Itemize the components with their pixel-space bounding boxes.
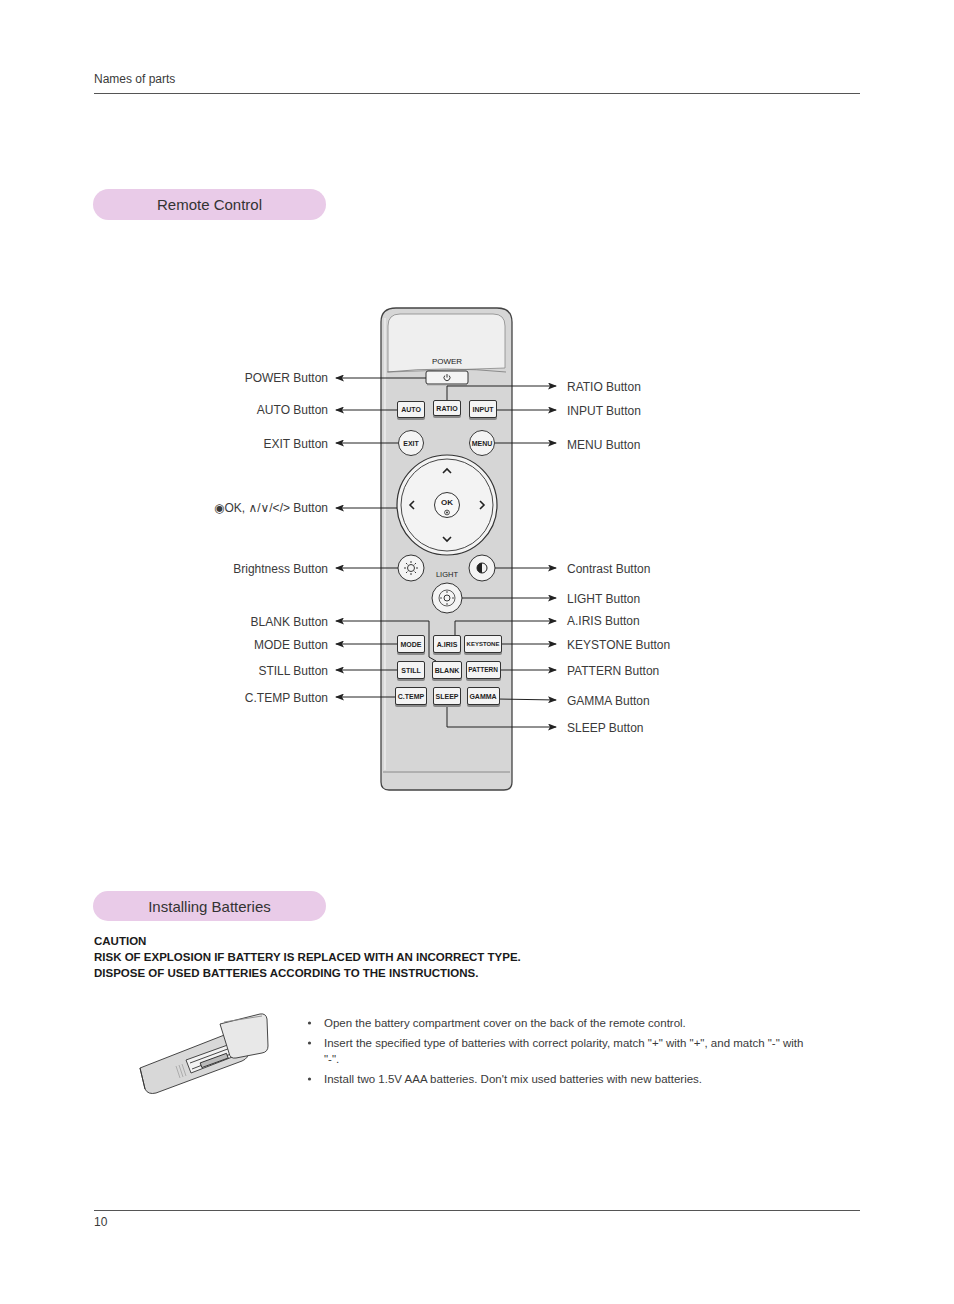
button-caption: LIGHT [430, 569, 464, 580]
callout-label: Contrast Button [567, 561, 650, 577]
callout-label: A.IRIS Button [567, 613, 640, 629]
button-label: PATTERN [468, 667, 498, 674]
section-heading-pill: Remote Control [93, 189, 326, 220]
caution-text: CAUTION [94, 933, 146, 949]
button-label: SLEEP [436, 693, 459, 700]
contrast-button [469, 555, 495, 581]
caution-text: DISPOSE OF USED BATTERIES ACCORDING TO T… [94, 965, 478, 981]
callout-label: MODE Button [254, 637, 328, 653]
button-label: OK [441, 499, 453, 507]
light-button [432, 583, 462, 613]
button-caption: POWER [424, 356, 470, 368]
button-label: GAMMA [469, 693, 496, 700]
remote-button: PATTERN [466, 661, 501, 679]
button-label: LIGHT [436, 571, 458, 579]
leader-lines [336, 378, 556, 727]
callout-label: POWER Button [245, 370, 328, 386]
button-face [398, 430, 424, 456]
callout-label: ◉OK, ∧/∨/</> Button [214, 500, 328, 516]
battery-illustration [140, 1014, 268, 1094]
header-rule [94, 93, 860, 94]
button-label: BLANK [435, 667, 460, 674]
remote-button: GAMMA [467, 687, 500, 705]
bullet-text: Insert the specified type of batteries w… [324, 1035, 810, 1067]
button-label: MENU [472, 440, 493, 447]
button-label: STILL [401, 667, 420, 674]
page-number: 10 [94, 1214, 107, 1230]
remote-button: C.TEMP [395, 687, 427, 705]
button-label: C.TEMP [398, 693, 424, 700]
section-heading: Remote Control [157, 197, 262, 212]
remote-button: BLANK [432, 661, 462, 679]
remote-button: STILL [397, 661, 425, 679]
footer-rule [94, 1210, 860, 1211]
callout-label: EXIT Button [264, 436, 328, 452]
button-label: POWER [432, 358, 462, 366]
remote-button: MODE [397, 635, 425, 653]
bullet-text: Install two 1.5V AAA batteries. Don't mi… [324, 1071, 810, 1087]
section-heading: Installing Batteries [148, 899, 271, 914]
callout-label: Brightness Button [233, 561, 328, 577]
callout-label: GAMMA Button [567, 693, 650, 709]
power-button [426, 371, 468, 385]
remote-button: A.IRIS [433, 635, 461, 653]
remote-button: AUTO [397, 401, 425, 418]
remote-button: RATIO [433, 400, 461, 416]
remote-button: EXIT [398, 430, 424, 456]
callout-label: LIGHT Button [567, 591, 640, 607]
section-heading-pill: Installing Batteries [93, 891, 326, 921]
bullet-text: Open the battery compartment cover on th… [324, 1015, 810, 1031]
running-header: Names of parts [94, 71, 175, 87]
button-face [469, 430, 495, 456]
button-label: RATIO [436, 405, 457, 412]
callout-label: C.TEMP Button [245, 690, 328, 706]
callout-label: INPUT Button [567, 403, 641, 419]
remote-button: SLEEP [433, 687, 461, 705]
button-label: AUTO [401, 406, 421, 413]
brightness-button [398, 555, 424, 581]
callout-label: SLEEP Button [567, 720, 644, 736]
button-label: A.IRIS [437, 641, 458, 648]
button-label: KEYSTONE [467, 641, 500, 647]
remote-button: KEYSTONE [464, 635, 502, 653]
callout-label: RATIO Button [567, 379, 641, 395]
button-label: INPUT [473, 406, 494, 413]
callout-label: PATTERN Button [567, 663, 659, 679]
callout-label: STILL Button [258, 663, 328, 679]
remote-button: INPUT [469, 400, 497, 418]
button-label: EXIT [403, 440, 419, 447]
callout-label: KEYSTONE Button [567, 637, 670, 653]
remote-button: OK [434, 492, 460, 518]
bullet-dots [308, 1021, 311, 1080]
callout-label: AUTO Button [257, 402, 328, 418]
callout-label: BLANK Button [251, 614, 328, 630]
remote-button: MENU [469, 430, 495, 456]
button-label: MODE [401, 641, 422, 648]
navigation-ring [397, 455, 497, 555]
caution-text: RISK OF EXPLOSION IF BATTERY IS REPLACED… [94, 949, 521, 965]
callout-label: MENU Button [567, 437, 640, 453]
